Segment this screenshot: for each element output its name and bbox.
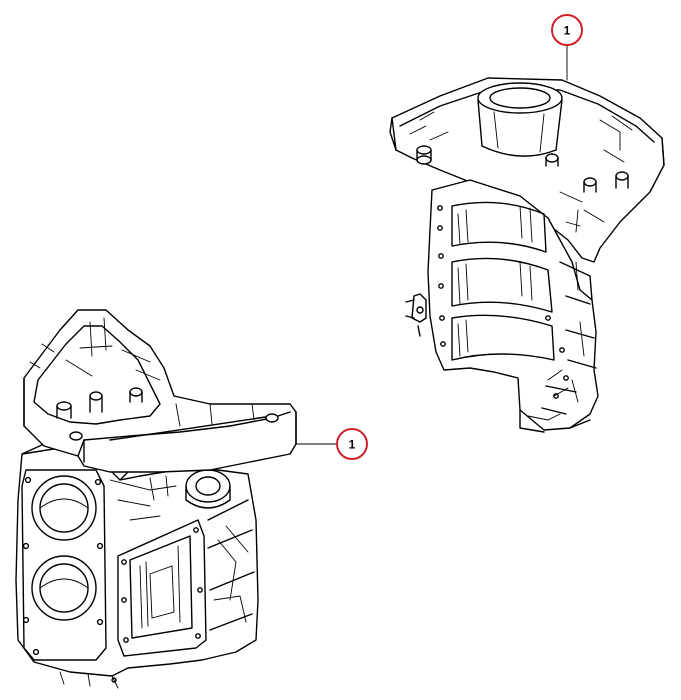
callout-upper: 1 [551,14,583,46]
callout-label: 1 [564,24,571,38]
upper-housing-part [389,43,665,433]
front-cover-part [23,309,339,473]
callout-label: 1 [349,438,356,452]
callout-lower: 1 [336,428,368,460]
callout-circle [551,14,583,46]
cylinder-bores [31,475,97,621]
callout-circle [336,428,368,460]
lower-engine-block [15,443,259,689]
